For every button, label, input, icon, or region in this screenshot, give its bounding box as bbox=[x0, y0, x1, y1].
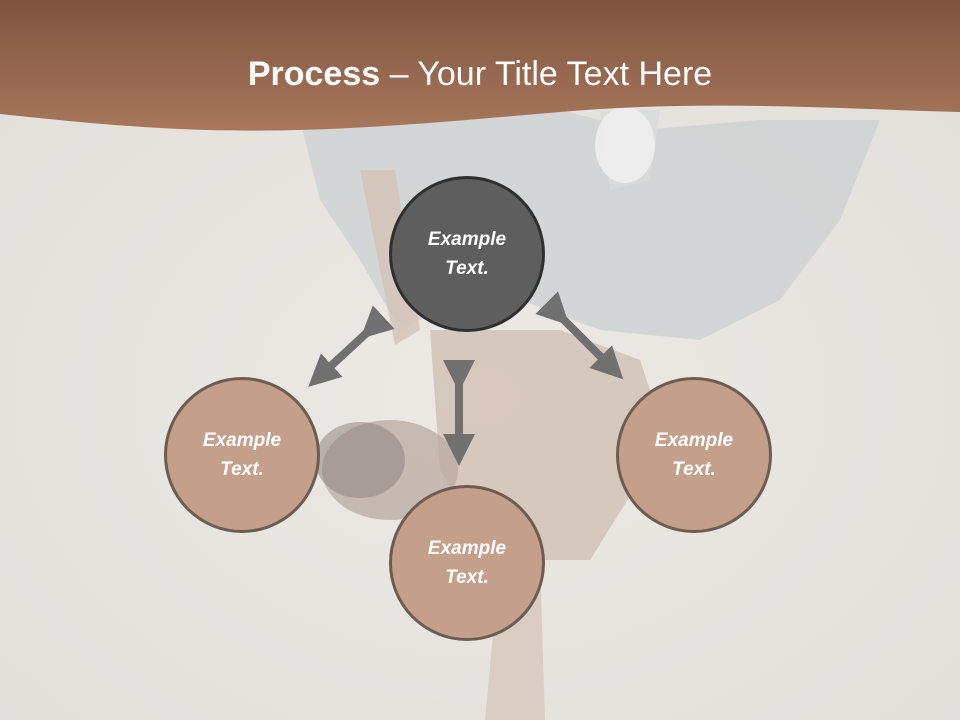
circle-right: Example Text. bbox=[616, 377, 772, 533]
circle-right-line1: Example bbox=[654, 430, 734, 451]
circle-center: Example Text. bbox=[389, 176, 545, 332]
circle-left-line2: Text. bbox=[220, 459, 264, 480]
circle-center-line2: Text. bbox=[445, 258, 489, 279]
circle-left-line1: Example bbox=[202, 430, 282, 451]
circle-bottom-line1: Example bbox=[427, 538, 507, 559]
arrow-center-left bbox=[308, 305, 395, 387]
circle-right-line2: Text. bbox=[672, 459, 716, 480]
title-rest: – Your Title Text Here bbox=[380, 55, 713, 93]
header-band bbox=[0, 0, 960, 131]
slide-title: Process – Your Title Text Here bbox=[0, 52, 960, 96]
circle-left: Example Text. bbox=[164, 377, 320, 533]
title-bold: Process bbox=[247, 55, 381, 93]
circle-center-line1: Example bbox=[427, 229, 507, 250]
circle-bottom: Example Text. bbox=[389, 485, 545, 641]
arrow-center-right bbox=[535, 291, 624, 380]
circle-bottom-line2: Text. bbox=[445, 567, 489, 588]
